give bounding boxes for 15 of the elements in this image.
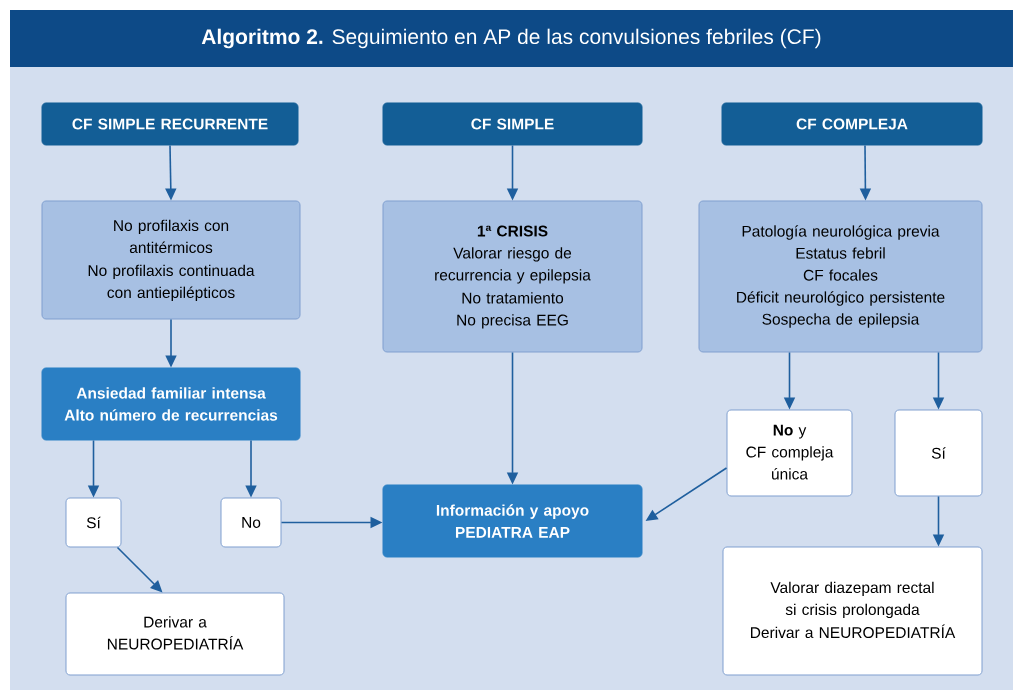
process-box: Patología neurológica previa Estatus febril CF focales Déficit neurológico persistente Sospecha de epilepsia <box>698 200 983 353</box>
answer-box: Sí <box>894 409 983 497</box>
process-box: 1ª CRISIS Valorar riesgo de recurrencia y epilepsia No tratamiento No precisa EEG <box>382 200 643 353</box>
answer-box: No <box>220 497 282 548</box>
result-box: Valorar diazepam rectal si crisis prolongada Derivar a NEUROPEDIATRÍA <box>722 546 983 676</box>
answer-box: No y CF compleja única <box>726 409 853 497</box>
title-bar: Algoritmo 2. Seguimiento en AP de las convulsiones febriles (CF) <box>10 10 1013 67</box>
category-box: CF SIMPLE <box>382 102 643 146</box>
answer-box: Sí <box>65 497 122 548</box>
process-box: No profilaxis con antitérmicos No profilaxis continuada con antiepilépticos <box>41 200 301 320</box>
category-box: CF COMPLEJA <box>721 102 983 146</box>
result-box: Derivar a NEUROPEDIATRÍA <box>65 592 285 676</box>
decision-box: Ansiedad familiar intensa Alto número de recurrencias <box>41 367 301 441</box>
category-box: CF SIMPLE RECURRENTE <box>41 102 299 146</box>
result-box: Información y apoyo PEDIATRA EAP <box>382 484 643 558</box>
